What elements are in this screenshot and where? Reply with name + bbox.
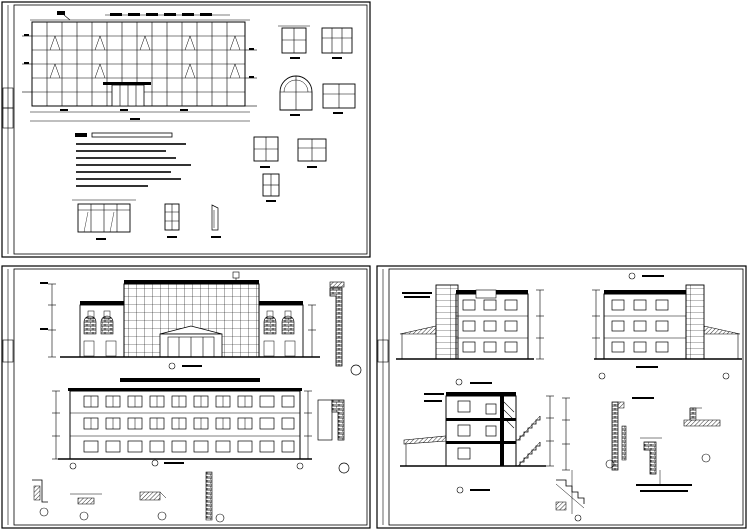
detail-bubble xyxy=(574,514,582,522)
parapet-section-detail xyxy=(317,399,350,474)
spec-notes-block xyxy=(75,132,191,187)
building-section xyxy=(400,392,554,494)
sheet-front-rear-elevations xyxy=(1,265,371,529)
side-elevation-left xyxy=(396,284,544,386)
detail-bubble xyxy=(338,462,350,474)
curtain-wall-elevation xyxy=(22,11,257,122)
detail-bubble xyxy=(701,453,711,463)
sheet-frame xyxy=(1,1,371,258)
rear-elevation xyxy=(52,378,312,470)
detail-bubble xyxy=(79,511,89,521)
axis-bubble xyxy=(296,462,304,470)
detail-bubble xyxy=(350,364,362,376)
sheet-inner-frame xyxy=(13,4,368,255)
axis-bubble xyxy=(456,486,464,494)
axis-bubble xyxy=(598,372,606,380)
detail-bubble xyxy=(215,513,225,523)
sheet-curtain-wall-details xyxy=(1,1,371,258)
side-elevation-right xyxy=(592,272,742,380)
stair-detail xyxy=(555,470,585,522)
detail-bubble xyxy=(157,511,167,521)
sheet-inner-frame xyxy=(13,268,368,526)
axis-bubble xyxy=(628,272,636,280)
detail-bubble xyxy=(39,507,49,517)
window-door-details xyxy=(72,25,356,240)
sheet-binding-strip xyxy=(2,5,14,254)
sheet-frame xyxy=(376,265,747,529)
axis-bubble xyxy=(151,459,159,467)
dimension-strip xyxy=(562,397,570,471)
construction-details-row xyxy=(32,471,225,523)
axis-bubble xyxy=(455,378,463,386)
axis-bubble xyxy=(168,362,176,370)
axis-bubble xyxy=(722,372,730,380)
sheet-frame xyxy=(1,265,371,529)
sheet-side-elevations-section xyxy=(376,265,747,529)
wall-detail-sections xyxy=(605,397,721,492)
front-elevation xyxy=(40,271,320,370)
axis-bubble xyxy=(69,462,77,470)
sheet-inner-frame xyxy=(388,268,744,526)
detail-bubble xyxy=(605,459,615,469)
wall-section-detail xyxy=(329,281,362,376)
